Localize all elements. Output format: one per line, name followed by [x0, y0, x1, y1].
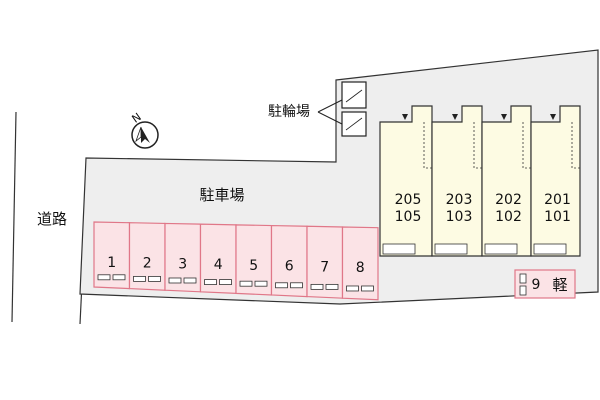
kei-space-label: 軽 [552, 276, 567, 294]
entrance-marker-icon [452, 114, 458, 120]
building-unit-lower: 103 [446, 209, 473, 225]
wheel-stop [275, 282, 288, 289]
parking-space: 8 [341, 226, 379, 301]
entrance-marker-icon [402, 114, 408, 120]
building-unit-lower: 102 [495, 209, 522, 225]
parking-space-number: 2 [143, 256, 152, 272]
parking-space: 4 [199, 223, 237, 295]
parking-space: 7 [306, 225, 344, 299]
entrance-marker-icon [550, 114, 556, 120]
parking-space: 2 [128, 222, 166, 291]
building-unit-upper: 202 [495, 192, 522, 208]
building-divider [522, 122, 531, 169]
entrance-marker-icon [501, 114, 507, 120]
bicycle-rack-lower-line [345, 117, 363, 131]
parking-space-box [341, 226, 379, 301]
building-unit-lower: 101 [544, 209, 571, 225]
wheel-stop [183, 277, 197, 284]
parking-spaces: 1 2 3 4 5 6 7 8 [93, 221, 379, 301]
parking-space: 1 [93, 221, 131, 290]
compass-icon: N [130, 110, 159, 149]
building-divider [571, 122, 580, 169]
parking-space-number: 6 [285, 259, 294, 275]
wheel-stop [204, 279, 217, 285]
building-unit-lower: 105 [395, 209, 422, 225]
kei-parking-space: 9 軽 [514, 269, 576, 299]
wheel-stop [219, 279, 232, 285]
wheel-stop [325, 283, 339, 290]
parking-space: 3 [164, 222, 202, 293]
building-unit-upper: 203 [446, 192, 473, 208]
building-divider [423, 122, 432, 169]
wheel-stop [97, 274, 111, 281]
wheel-stop [290, 282, 303, 289]
wheel-stop [148, 275, 161, 282]
parking-space-number: 3 [178, 256, 187, 272]
parking-space-number: 7 [320, 259, 329, 275]
building-divider [473, 122, 482, 169]
bicycle-rack-upper [341, 81, 367, 109]
wheel-stop [133, 275, 146, 282]
building-outline [481, 105, 532, 257]
wheel-stop [239, 280, 253, 287]
building-outline [530, 105, 581, 257]
kei-space-number: 9 [532, 277, 541, 293]
road-edge-left [11, 111, 17, 323]
wheel-stop [361, 285, 374, 292]
parking-label: 駐車場 [199, 186, 244, 204]
parking-space-number: 4 [214, 257, 223, 273]
building-storage [434, 243, 468, 255]
building-unit-upper: 205 [395, 192, 422, 208]
building-storage [382, 243, 416, 255]
wheel-stop [310, 283, 324, 290]
building-outline [379, 105, 433, 257]
parking-space-number: 5 [249, 258, 258, 274]
bicycle-pointer-lower [317, 111, 343, 125]
parking-space: 6 [270, 224, 308, 298]
bicycle-rack-upper-line [345, 89, 363, 103]
parking-space: 5 [235, 224, 273, 296]
wheel-stop [346, 285, 359, 292]
parking-space-number: 1 [107, 255, 116, 271]
road-label: 道路 [37, 210, 67, 228]
wheel-stop [112, 274, 126, 281]
wheel-stop [254, 280, 268, 287]
building-outline [431, 105, 483, 257]
building-unit-upper: 201 [544, 192, 571, 208]
wheel-stop [168, 277, 182, 284]
building-storage [533, 243, 567, 255]
bicycle-parking-label: 駐輪場 [268, 103, 310, 120]
building-storage [484, 243, 518, 255]
bicycle-pointer-upper [317, 99, 343, 113]
parking-space-number: 8 [356, 260, 365, 276]
